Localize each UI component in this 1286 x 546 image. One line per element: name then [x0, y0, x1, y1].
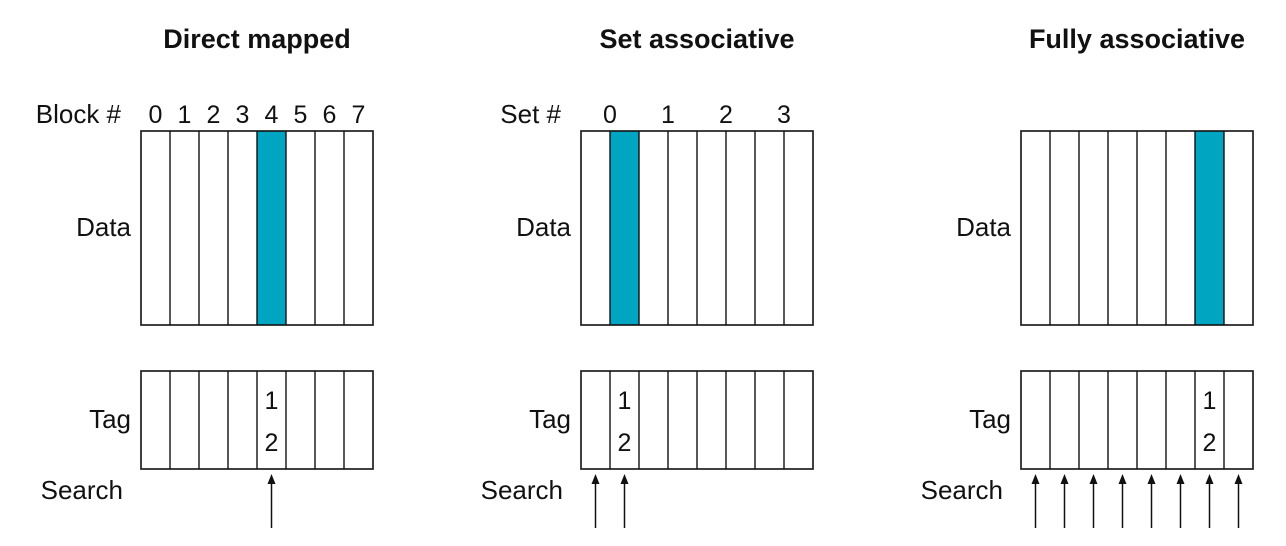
search-label: Search [481, 475, 563, 505]
index-number: 0 [603, 101, 617, 129]
search-arrowhead [1031, 474, 1040, 484]
index-number: 1 [178, 101, 192, 129]
tag-value-digit: 1 [265, 387, 279, 415]
index-label: Block # [36, 99, 122, 129]
tag-value-digit: 2 [265, 429, 279, 457]
search-arrowhead [1176, 474, 1185, 484]
search-label: Search [41, 475, 123, 505]
index-number: 3 [777, 101, 791, 129]
tag-value-digit: 2 [1203, 429, 1217, 457]
index-number: 2 [719, 101, 733, 129]
highlighted-data-block [257, 131, 286, 325]
tag-label: Tag [89, 404, 131, 434]
search-arrowhead [1205, 474, 1214, 484]
highlighted-data-block [610, 131, 639, 325]
index-number: 6 [323, 101, 337, 129]
data-label: Data [516, 212, 571, 242]
index-label: Set # [500, 99, 561, 129]
search-arrowhead [1118, 474, 1127, 484]
tag-value-digit: 1 [618, 387, 632, 415]
tag-value-digit: 2 [618, 429, 632, 457]
index-number: 0 [149, 101, 163, 129]
diagram-title: Set associative [599, 24, 794, 54]
search-arrowhead [1234, 474, 1243, 484]
index-number: 4 [265, 101, 279, 129]
index-number: 5 [294, 101, 308, 129]
index-number: 1 [661, 101, 675, 129]
tag-value-digit: 1 [1203, 387, 1217, 415]
diagram-title: Fully associative [1029, 24, 1245, 54]
search-arrowhead [267, 474, 276, 484]
index-number: 2 [207, 101, 221, 129]
data-label: Data [76, 212, 131, 242]
search-arrowhead [1147, 474, 1156, 484]
search-arrowhead [1060, 474, 1069, 484]
search-arrowhead [1089, 474, 1098, 484]
tag-label: Tag [529, 404, 571, 434]
search-label: Search [921, 475, 1003, 505]
highlighted-data-block [1195, 131, 1224, 325]
index-number: 7 [352, 101, 366, 129]
tag-label: Tag [969, 404, 1011, 434]
index-number: 3 [236, 101, 250, 129]
search-arrowhead [620, 474, 629, 484]
data-label: Data [956, 212, 1011, 242]
search-arrowhead [591, 474, 600, 484]
diagram-title: Direct mapped [163, 24, 351, 54]
